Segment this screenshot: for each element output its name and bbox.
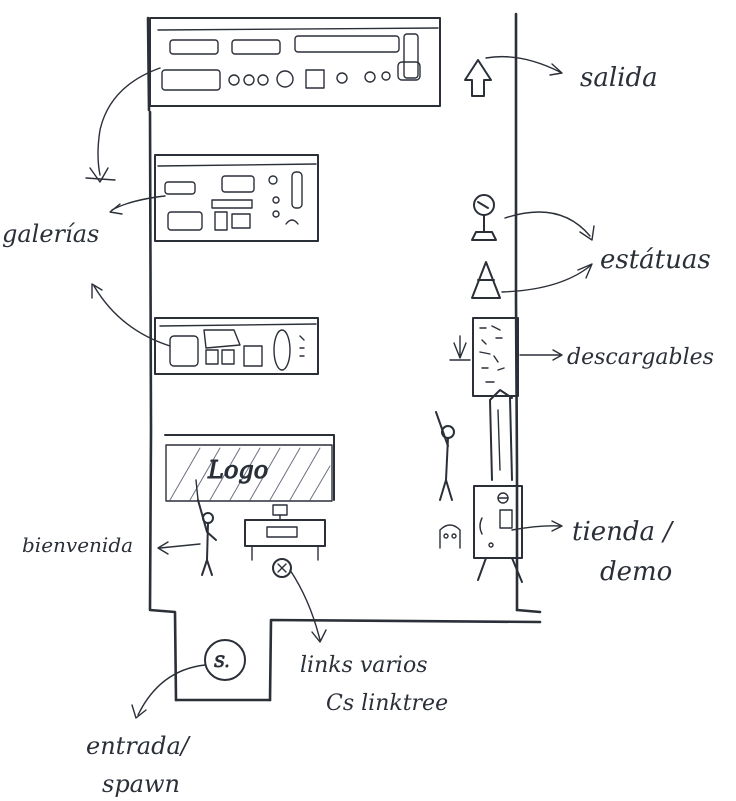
spawn-marker: S. [214, 652, 229, 671]
exit-arrow-icon [465, 60, 491, 96]
pillar [490, 390, 512, 480]
label-entrada-line2: spawn [102, 770, 180, 798]
statue-icon [472, 195, 496, 240]
downloadables-board [450, 318, 518, 396]
spawn-point: S. [205, 640, 245, 680]
welcome-area: Logo [165, 435, 334, 577]
floor-plan-walls [148, 14, 540, 700]
label-estatuas: estátuas [600, 245, 711, 275]
label-tienda-line1: tienda / [572, 517, 674, 547]
gallery-middle-1 [155, 155, 318, 241]
shop-booth [474, 486, 522, 582]
gallery-middle-2 [155, 318, 318, 374]
label-tienda-line2: demo [600, 557, 672, 587]
label-salida: salida [580, 63, 658, 93]
label-links-line2: Cs linktree [326, 691, 448, 716]
logo-label: Logo [207, 456, 268, 484]
label-bienvenida: bienvenida [22, 533, 133, 557]
label-galerias: galerías [2, 220, 99, 248]
ghost-icon [440, 525, 460, 548]
top-gallery [150, 18, 440, 106]
label-entrada-line1: entrada/ [86, 732, 192, 760]
label-links-line1: links varios [300, 653, 428, 678]
person-figure [436, 412, 454, 500]
statue-icon-2 [472, 262, 500, 298]
label-descargables: descargables [567, 345, 714, 370]
